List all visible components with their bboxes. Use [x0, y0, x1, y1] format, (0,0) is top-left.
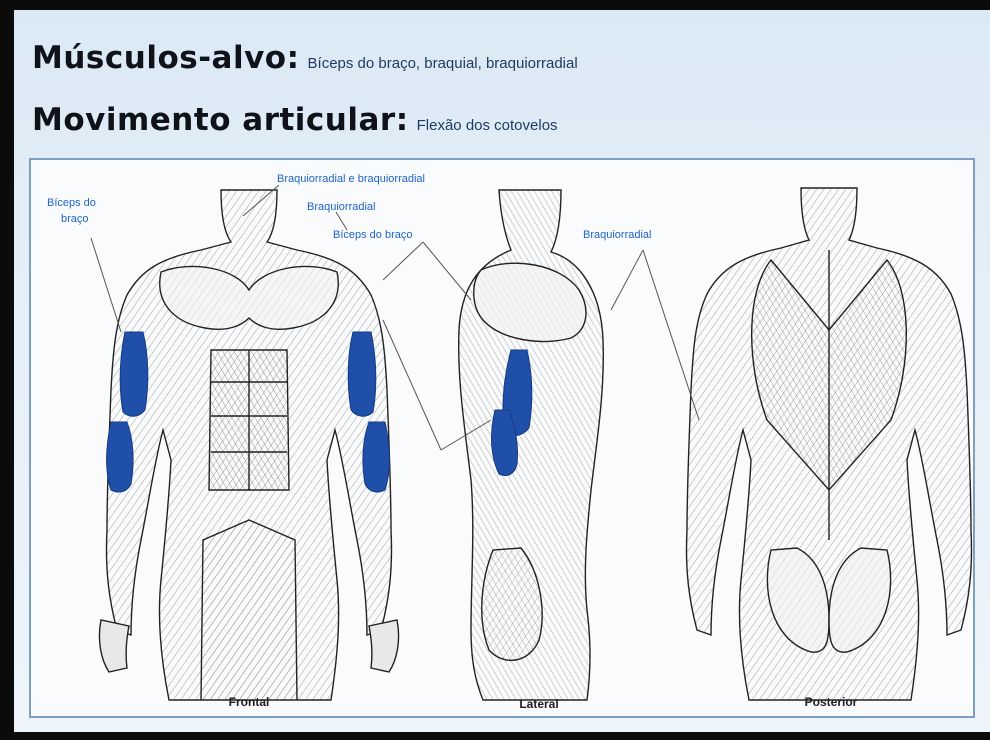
frontal-biceps-right [348, 332, 376, 416]
frontal-brachioradialis-right [363, 422, 390, 492]
label-brachioradialis-lateral: Braquiorradial [583, 229, 651, 241]
label-biceps-left-line2: braço [61, 213, 89, 225]
target-muscles-title: Músculos-alvo: [32, 40, 300, 76]
label-biceps-left-line1: Bíceps do [47, 197, 96, 209]
anatomy-figure: Bíceps do braço Braquiorradial e braquio… [29, 158, 975, 718]
posterior-figure [686, 188, 971, 700]
view-label-posterior: Posterior [805, 695, 858, 709]
frontal-figure [99, 190, 398, 700]
frontal-brachioradialis-left [107, 422, 134, 492]
target-muscles-line: Músculos-alvo: Bíceps do braço, braquial,… [32, 40, 578, 76]
label-brachialis: Braquiorradial [307, 201, 375, 213]
label-biceps-right: Bíceps do braço [333, 229, 413, 241]
joint-movement-value: Flexão dos cotovelos [417, 117, 558, 134]
anatomy-illustration: Bíceps do braço Braquiorradial e braquio… [31, 160, 973, 716]
target-muscles-value: Bíceps do braço, braquial, braquiorradia… [308, 55, 578, 72]
joint-movement-title: Movimento articular: [32, 102, 409, 138]
label-brachioradialis-long: Braquiorradial e braquiorradial [277, 173, 425, 185]
lateral-figure [459, 190, 604, 700]
view-label-frontal: Frontal [229, 695, 270, 709]
anatomy-page: Músculos-alvo: Bíceps do braço, braquial,… [14, 10, 990, 732]
view-label-lateral: Lateral [519, 697, 558, 711]
joint-movement-line: Movimento articular: Flexão dos cotovelos [32, 102, 558, 138]
frontal-biceps-left [120, 332, 148, 416]
